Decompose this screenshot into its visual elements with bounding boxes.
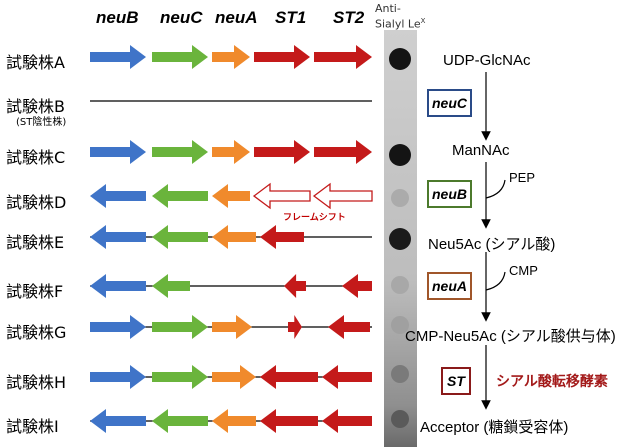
- neuC-gene-arrow: [152, 315, 208, 339]
- pathway-node-acceptor: Acceptor (糖鎖受容体): [420, 419, 569, 436]
- neuB-gene-arrow: [90, 365, 146, 389]
- dot-blot-strip: [384, 30, 417, 447]
- neuA-gene-arrow: [212, 365, 256, 389]
- strain-label-g: 試験株G: [6, 323, 67, 342]
- st-gene-arrow: [254, 45, 310, 69]
- blot-spot-e: [389, 228, 411, 250]
- pathway-node-mannac: ManNAc: [452, 142, 510, 159]
- st-gene-arrow: [260, 365, 318, 389]
- header-ST1: ST1: [275, 8, 307, 27]
- neuC-gene-arrow: [152, 225, 208, 249]
- neuA-gene-arrow: [212, 315, 252, 339]
- cofactor-cmp: CMP: [509, 263, 538, 278]
- st-gene-arrow: [284, 274, 306, 298]
- st-gene-arrow: [342, 274, 372, 298]
- blot-header: Anti- Sialyl LeX: [375, 2, 425, 31]
- neuA-gene-arrow: [212, 225, 256, 249]
- header-neuA: neuA: [215, 8, 258, 27]
- header-neuC: neuC: [160, 8, 203, 27]
- blot-spot-h: [391, 365, 409, 383]
- neuA-gene-arrow: [212, 184, 250, 208]
- neuC-gene-arrow: [152, 409, 208, 433]
- st-gene-arrow: [260, 409, 318, 433]
- strain-label-h: 試験株H: [6, 373, 67, 392]
- neuC-gene-arrow: [152, 184, 208, 208]
- pathway-node-udp-glcnac: UDP-GlcNAc: [443, 52, 531, 69]
- blot-spot-c: [389, 144, 411, 166]
- blot-header-line2: Sialyl Le: [375, 17, 421, 31]
- strain-label-b: 試験株B: [6, 97, 65, 116]
- cofactor-pep: PEP: [509, 170, 536, 185]
- neuC-gene-arrow: [152, 365, 208, 389]
- neuC-gene-arrow: [152, 140, 208, 164]
- header-neuB: neuB: [96, 8, 139, 27]
- strain-label-d: 試験株D: [6, 193, 67, 212]
- enzyme-box-neuB: neuB: [427, 180, 472, 208]
- blot-spot-g: [391, 316, 409, 334]
- st-gene-arrow: [252, 182, 311, 210]
- neuA-gene-arrow: [212, 45, 250, 69]
- strain-label-i: 試験株I: [6, 417, 59, 436]
- enzyme-box-st: ST: [441, 367, 471, 395]
- neuB-gene-arrow: [90, 225, 146, 249]
- blot-header-line1: Anti-: [375, 2, 401, 15]
- neuB-gene-arrow: [90, 184, 146, 208]
- st-gene-arrow: [314, 45, 372, 69]
- pathway-node-neu5ac: Neu5Ac (シアル酸): [428, 236, 556, 253]
- pep-curve: [485, 179, 506, 199]
- neuC-gene-arrow: [152, 274, 190, 298]
- st-gene-arrow: [314, 140, 372, 164]
- sialyltransferase-label: シアル酸転移酵素: [496, 374, 608, 390]
- header-ST2: ST2: [333, 8, 365, 27]
- frameshift-label: フレームシフト: [283, 213, 346, 223]
- cmp-curve: [485, 271, 506, 291]
- st-gene-arrow: [288, 315, 302, 339]
- neuA-gene-arrow: [212, 140, 250, 164]
- blot-header-sup: X: [420, 17, 426, 25]
- pathway-node-cmp-neu5ac: CMP-Neu5Ac (シアル酸供与体): [405, 328, 616, 345]
- blot-spot-i: [391, 410, 409, 428]
- st-gene-arrow: [312, 182, 373, 210]
- blot-spot-f: [391, 276, 409, 294]
- strain-label-a: 試験株A: [6, 53, 65, 72]
- st-gene-arrow: [254, 140, 310, 164]
- enzyme-box-neuA: neuA: [427, 272, 472, 300]
- enzyme-box-neuC: neuC: [427, 89, 472, 117]
- st-gene-arrow: [322, 365, 372, 389]
- neuB-gene-arrow: [90, 315, 146, 339]
- neuB-gene-arrow: [90, 45, 146, 69]
- st-gene-arrow: [328, 315, 370, 339]
- strain-label-f: 試験株F: [6, 282, 64, 301]
- strain-label-e: 試験株E: [6, 233, 65, 252]
- blot-spot-d: [391, 189, 409, 207]
- neuA-gene-arrow: [212, 409, 256, 433]
- neuB-gene-arrow: [90, 409, 146, 433]
- strain-label-c: 試験株C: [6, 148, 66, 167]
- neuC-gene-arrow: [152, 45, 208, 69]
- st-gene-arrow: [260, 225, 304, 249]
- st-gene-arrow: [322, 409, 372, 433]
- neuB-gene-arrow: [90, 274, 146, 298]
- neuB-gene-arrow: [90, 140, 146, 164]
- strain-label-b-sub: (ST陰性株): [16, 117, 67, 128]
- blot-spot-a: [389, 48, 411, 70]
